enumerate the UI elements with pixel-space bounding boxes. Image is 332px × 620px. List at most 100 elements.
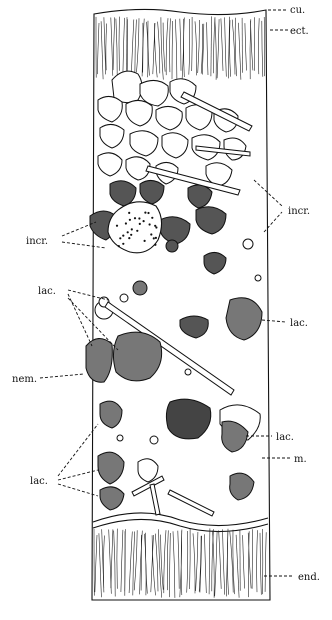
striation-line (131, 20, 134, 76)
stipple-dot (147, 212, 149, 214)
striation-line (221, 18, 223, 71)
striation-line (155, 534, 158, 592)
stipple-dot (151, 217, 153, 219)
striation-line (245, 23, 247, 70)
striation-line (262, 21, 263, 77)
striation-line (262, 529, 263, 594)
striation-line (239, 23, 241, 80)
striation-line (184, 18, 185, 78)
striation-line (137, 18, 140, 72)
stipple-dot (149, 223, 151, 225)
striation-line (189, 19, 190, 75)
striation-line (121, 530, 123, 592)
striation-line (134, 530, 137, 590)
striation-line (113, 17, 115, 70)
striation-line (163, 23, 165, 72)
label-m: m. (294, 454, 307, 465)
striation-line (164, 530, 166, 593)
striation-line (211, 16, 212, 76)
stipple-dot (131, 228, 133, 230)
striation-line (260, 533, 261, 595)
striation-line (258, 18, 259, 74)
striation-line (243, 535, 245, 588)
striation-line (217, 19, 219, 78)
stipple-dot (139, 223, 141, 225)
striation-line (195, 21, 197, 75)
striation-line (104, 17, 106, 74)
striation-line (101, 21, 103, 79)
label-end: end. (298, 572, 320, 583)
striation-line (170, 533, 171, 597)
striation-line (116, 19, 117, 79)
stipple-dot (134, 217, 136, 219)
stipple-dot (119, 237, 121, 239)
label-ect: ect. (290, 26, 309, 37)
stipple-dot (125, 222, 127, 224)
stipple-dot (130, 234, 132, 236)
striation-line (232, 20, 235, 75)
striation-line (111, 18, 113, 76)
striation-line (251, 21, 253, 71)
endoderm-layer (94, 528, 266, 598)
label-lac-right-lower: lac. (276, 432, 294, 443)
stipple-dot (122, 235, 124, 237)
striation-line (214, 17, 215, 73)
striation-line (175, 19, 177, 80)
stipple-dot (138, 217, 140, 219)
striation-line (193, 533, 195, 593)
striation-line (95, 535, 97, 592)
striation-line (145, 533, 147, 594)
striation-line (161, 535, 164, 590)
label-lac-left-lower: lac. (30, 476, 48, 487)
label-incr-right: incr. (288, 206, 310, 217)
striation-line (257, 530, 258, 592)
stipple-dot (118, 245, 120, 247)
striation-line (230, 20, 231, 77)
striation-line (103, 536, 104, 589)
stipple-dot (153, 237, 155, 239)
nematocysts-lacunae (86, 332, 260, 510)
stipple-dot (128, 237, 130, 239)
stipple-dot (122, 243, 124, 245)
ectoderm-layer (96, 16, 265, 80)
stipple-dot (154, 244, 156, 246)
striation-line (170, 18, 171, 72)
stipple-dot (128, 212, 130, 214)
striation-line (129, 532, 132, 594)
striation-line (198, 20, 200, 73)
striation-line (97, 23, 99, 74)
striation-line (111, 529, 113, 588)
striation-line (223, 529, 225, 594)
label-incr-left: incr. (26, 236, 48, 247)
striation-line (219, 530, 222, 589)
striation-line (196, 532, 198, 591)
striation-line (135, 20, 137, 78)
label-lac-left-upper: lac. (38, 286, 56, 297)
stipple-dot (136, 230, 138, 232)
stipple-dot (143, 220, 145, 222)
stipple-dot (155, 237, 157, 239)
label-cu: cu. (290, 5, 305, 16)
stipple-dot (127, 231, 129, 233)
label-nem: nem. (12, 374, 37, 385)
spicules-lower (132, 476, 214, 516)
striation-line (215, 19, 216, 80)
stipple-dot (144, 240, 146, 242)
dotted-mass (108, 202, 162, 253)
striation-line (178, 531, 179, 589)
striation-line (264, 17, 265, 76)
striation-line (265, 532, 266, 592)
striation-line (152, 535, 155, 595)
striation-line (167, 530, 168, 590)
striation-line (187, 531, 188, 593)
striation-line (235, 18, 236, 76)
matrix-bodies (95, 239, 262, 340)
stipple-dot (129, 219, 131, 221)
striation-line (166, 18, 168, 75)
striation-line (205, 534, 207, 593)
striation-line (123, 18, 125, 74)
striation-line (106, 24, 107, 71)
stipple-dot (144, 212, 146, 214)
